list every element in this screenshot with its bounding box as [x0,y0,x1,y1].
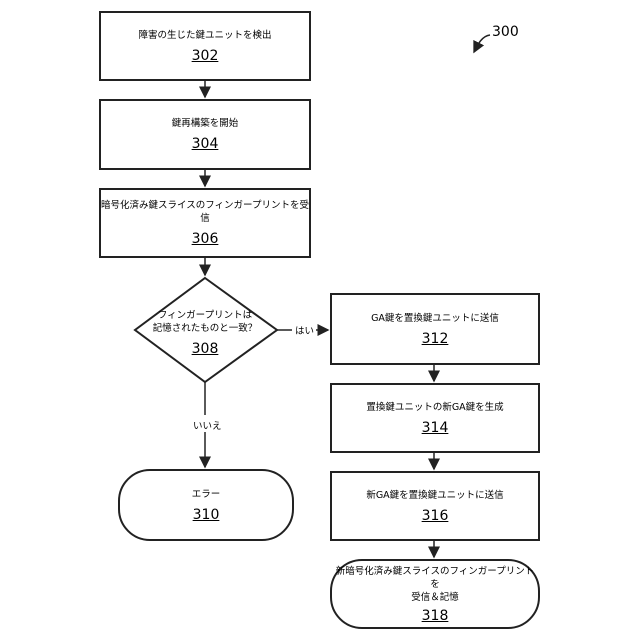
step-314-label: 置換鍵ユニットの新GA鍵を生成 [366,401,503,414]
figure-ref-pointer [474,35,490,52]
step-314-ref: 314 [422,420,449,436]
step-314-box: 置換鍵ユニットの新GA鍵を生成 314 [330,383,540,453]
terminal-318-ref: 318 [422,608,449,624]
terminal-318-line2: 受信＆記憶 [411,591,459,604]
step-306-ref: 306 [192,231,219,247]
figure-number: 300 [492,24,519,40]
step-302-ref: 302 [192,48,219,64]
step-304-label: 鍵再構築を開始 [172,117,239,130]
step-316-box: 新GA鍵を置換鍵ユニットに送信 316 [330,471,540,541]
decision-308-line1: フィンガープリントは [140,309,270,322]
step-306-label: 暗号化済み鍵スライスのフィンガープリントを受信 [101,199,309,225]
step-312-box: GA鍵を置換鍵ユニットに送信 312 [330,293,540,365]
step-306-box: 暗号化済み鍵スライスのフィンガープリントを受信 306 [99,188,311,258]
terminal-310-label: エラー [192,488,221,501]
yes-label: はい [295,323,314,337]
step-312-label: GA鍵を置換鍵ユニットに送信 [371,312,499,325]
step-316-ref: 316 [422,508,449,524]
step-302-label: 障害の生じた鍵ユニットを検出 [138,29,271,42]
step-304-box: 鍵再構築を開始 304 [99,99,311,170]
decision-308-ref: 308 [140,341,270,357]
decision-308-line2: 記憶されたものと一致？ [140,322,270,335]
terminal-310-box: エラー 310 [118,469,294,541]
terminal-310-ref: 310 [193,507,220,523]
terminal-318-box: 新暗号化済み鍵スライスのフィンガープリントを 受信＆記憶 318 [330,559,540,629]
step-316-label: 新GA鍵を置換鍵ユニットに送信 [366,489,503,502]
step-304-ref: 304 [192,136,219,152]
decision-308: フィンガープリントは 記憶されたものと一致？ 308 [140,309,270,357]
no-label: いいえ [193,418,222,432]
step-302-box: 障害の生じた鍵ユニットを検出 302 [99,11,311,81]
step-312-ref: 312 [422,331,449,347]
terminal-318-line1: 新暗号化済み鍵スライスのフィンガープリントを [332,565,538,591]
